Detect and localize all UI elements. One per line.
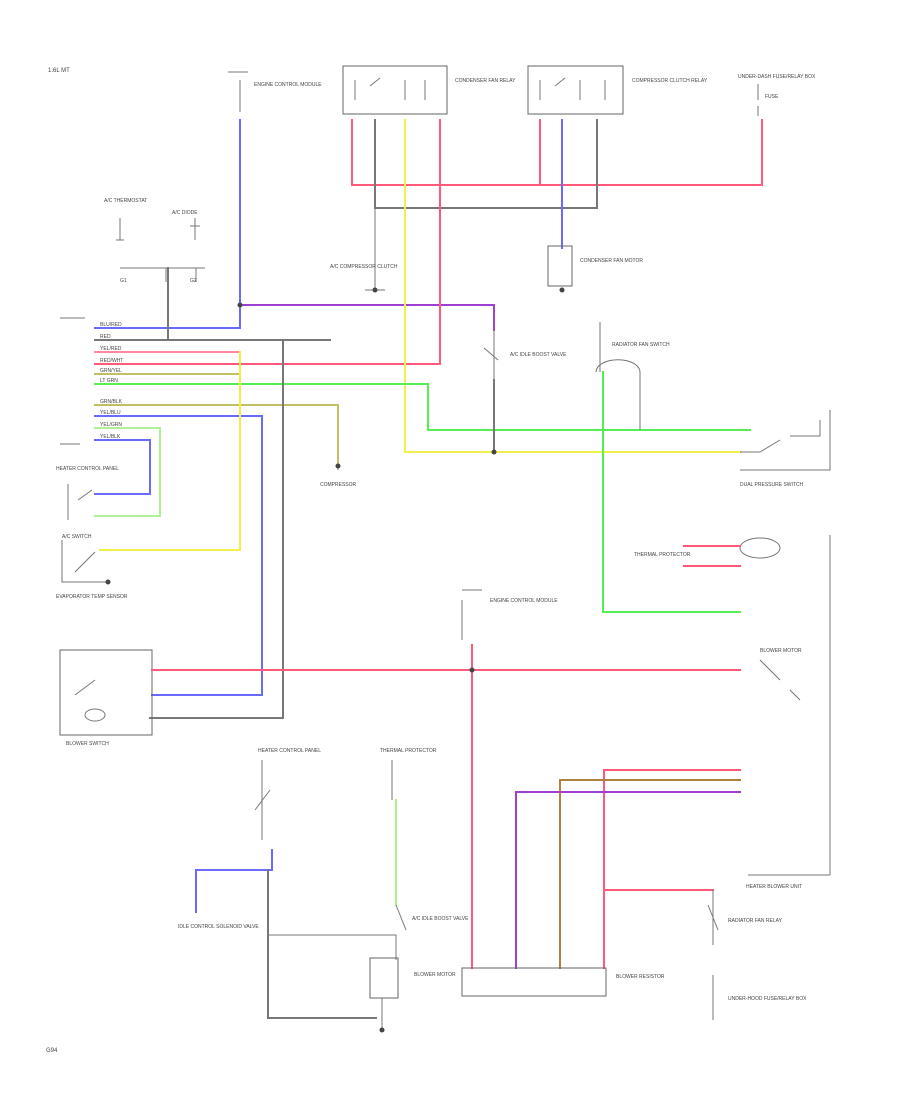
junction-dot	[559, 287, 565, 293]
under-hood-label: UNDER-HOOD FUSE/RELAY BOX	[728, 996, 807, 1002]
condenser-fan-relay: CONDENSER FAN RELAY	[342, 65, 516, 115]
wire-blue-vertical	[94, 119, 241, 329]
ac-diode: A/C DIODE	[172, 210, 200, 240]
ecm-top-connector: ENGINE CONTROL MODULE	[228, 71, 322, 112]
heater-switch-lower: HEATER CONTROL PANEL	[254, 748, 321, 840]
compressor-label: COMPRESSOR	[320, 482, 357, 488]
ecm-lower-connector: ENGINE CONTROL MODULE	[461, 589, 558, 640]
page-label: 1.6L MT	[48, 68, 70, 74]
label-yel-red: YEL/RED	[100, 346, 122, 352]
label-yel-blu: YEL/BLU	[100, 410, 121, 416]
radiator-fan-switch: RADIATOR FAN SWITCH	[595, 322, 670, 373]
wire-yellow-long	[404, 119, 741, 453]
thermal-protector: THERMAL PROTECTOR	[634, 545, 741, 567]
wire-brown	[559, 779, 741, 969]
wire-pink-lower-1	[603, 769, 741, 969]
ac-switch: A/C SWITCH	[61, 534, 111, 585]
wire-pink-lower-2	[603, 889, 714, 969]
wire-blue-2	[94, 415, 263, 696]
wire-gray-lower	[267, 869, 377, 1019]
ac-switch-label: A/C SWITCH	[62, 534, 92, 540]
condenser-fan-motor: CONDENSER FAN MOTOR	[547, 245, 643, 287]
heater-thermal-label: THERMAL PROTECTOR	[380, 748, 437, 754]
footer-label: G94	[46, 1048, 58, 1054]
radiator-fan-relay-label: RADIATOR FAN RELAY	[728, 918, 783, 924]
ecm-lower-label: ENGINE CONTROL MODULE	[490, 598, 558, 604]
heater-control-label: HEATER CONTROL PANEL	[56, 466, 119, 472]
wire-yellow-2	[99, 351, 241, 551]
wire-purple-lower	[515, 791, 741, 969]
under-hood-fuse-box: UNDER-HOOD FUSE/RELAY BOX	[712, 975, 807, 1020]
compressor-clutch-label: A/C COMPRESSOR CLUTCH	[330, 264, 398, 270]
wire-lightgreen-1	[94, 427, 161, 517]
ground-g2: G2	[190, 278, 197, 284]
wire-gray-top	[374, 119, 598, 209]
wire-red-2	[94, 119, 441, 365]
ground-g1: G1	[120, 278, 127, 284]
wire-olive-2	[94, 404, 339, 467]
heater-control-panel: HEATER CONTROL PANEL	[56, 443, 119, 520]
condenser-fan-relay-label: CONDENSER FAN RELAY	[455, 78, 516, 84]
ac-idle-relay-lower-label: A/C IDLE BOOST VALVE	[412, 916, 469, 922]
junction-dot	[491, 449, 497, 455]
junction-dot	[372, 287, 378, 293]
label-blu-red: BLU/RED	[100, 322, 122, 328]
wire-blue-3	[94, 439, 151, 495]
blower-motor-label: BLOWER MOTOR	[760, 648, 802, 654]
dual-pressure-label: DUAL PRESSURE SWITCH	[740, 482, 804, 488]
wire-purple	[239, 304, 495, 331]
junction-dot	[469, 667, 475, 673]
compressor-clutch-relay: COMPRESSOR CLUTCH RELAY	[527, 65, 708, 115]
wire-red-top	[351, 119, 763, 186]
thermal-protector-label: THERMAL PROTECTOR	[634, 552, 691, 558]
junction-dot	[335, 463, 341, 469]
heater-switch-lower-label: HEATER CONTROL PANEL	[258, 748, 321, 754]
blower-relay-lower: BLOWER MOTOR	[369, 957, 456, 999]
ac-thermostat-label: A/C THERMOSTAT	[104, 198, 147, 204]
blower-switch-box: BLOWER SWITCH	[59, 649, 153, 747]
blower-relay-lower-label: BLOWER MOTOR	[414, 972, 456, 978]
junction-dot	[237, 302, 243, 308]
wire-gray-3	[149, 339, 284, 719]
underdash-fuse-box: UNDER-DASH FUSE/RELAY BOX FUSE	[738, 74, 816, 116]
ac-idle-relay-lower: A/C IDLE BOOST VALVE	[268, 904, 469, 960]
label-grn-blk: GRN/BLK	[100, 399, 123, 405]
wire-blue-lower	[195, 849, 273, 913]
condenser-fan-motor-label: CONDENSER FAN MOTOR	[580, 258, 643, 264]
underdash-fuse-box-label: UNDER-DASH FUSE/RELAY BOX	[738, 74, 816, 80]
idle-boost-label: A/C IDLE BOOST VALVE	[510, 352, 567, 358]
ecm-top-label: ENGINE CONTROL MODULE	[254, 82, 322, 88]
heater-resistor-label: BLOWER RESISTOR	[616, 974, 665, 980]
radiator-fan-label: RADIATOR FAN SWITCH	[612, 342, 670, 348]
dual-pressure-switch: DUAL PRESSURE SWITCH	[740, 420, 821, 488]
wire-green-long	[94, 383, 751, 431]
idle-control-label: IDLE CONTROL SOLENOID VALVE	[178, 924, 259, 930]
wire-green-mid	[602, 371, 741, 613]
heater-resistor: BLOWER RESISTOR	[461, 967, 665, 997]
ac-diode-label: A/C DIODE	[172, 210, 198, 216]
label-yel-blk: YEL/BLK	[100, 434, 121, 440]
label-red: RED	[100, 334, 111, 340]
idle-boost-valve: A/C IDLE BOOST VALVE	[483, 330, 567, 380]
heater-blower-unit: HEATER BLOWER UNIT	[739, 535, 831, 890]
radiator-fan-relay: RADIATOR FAN RELAY	[707, 890, 783, 945]
ac-thermostat: A/C THERMOSTAT	[104, 198, 147, 241]
compressor-clutch-relay-label: COMPRESSOR CLUTCH RELAY	[632, 78, 708, 84]
blower-motor: BLOWER MOTOR	[759, 648, 802, 701]
evap-temp-label: EVAPORATOR TEMP SENSOR	[56, 594, 128, 600]
label-yel-grn: YEL/GRN	[100, 422, 122, 428]
label-grn-yel: GRN/YEL	[100, 368, 122, 374]
left-connector-labels: BLU/RED RED YEL/RED RED/WHT GRN/YEL LT G…	[100, 322, 123, 440]
fuse-label: FUSE	[765, 94, 779, 100]
heater-resistor-thermal: THERMAL PROTECTOR	[380, 748, 437, 800]
blower-switch-label: BLOWER SWITCH	[66, 741, 109, 747]
label-red-wht: RED/WHT	[100, 358, 123, 364]
heater-blower-label: HEATER BLOWER UNIT	[746, 884, 802, 890]
label-lt-grn: LT GRN	[100, 378, 118, 384]
